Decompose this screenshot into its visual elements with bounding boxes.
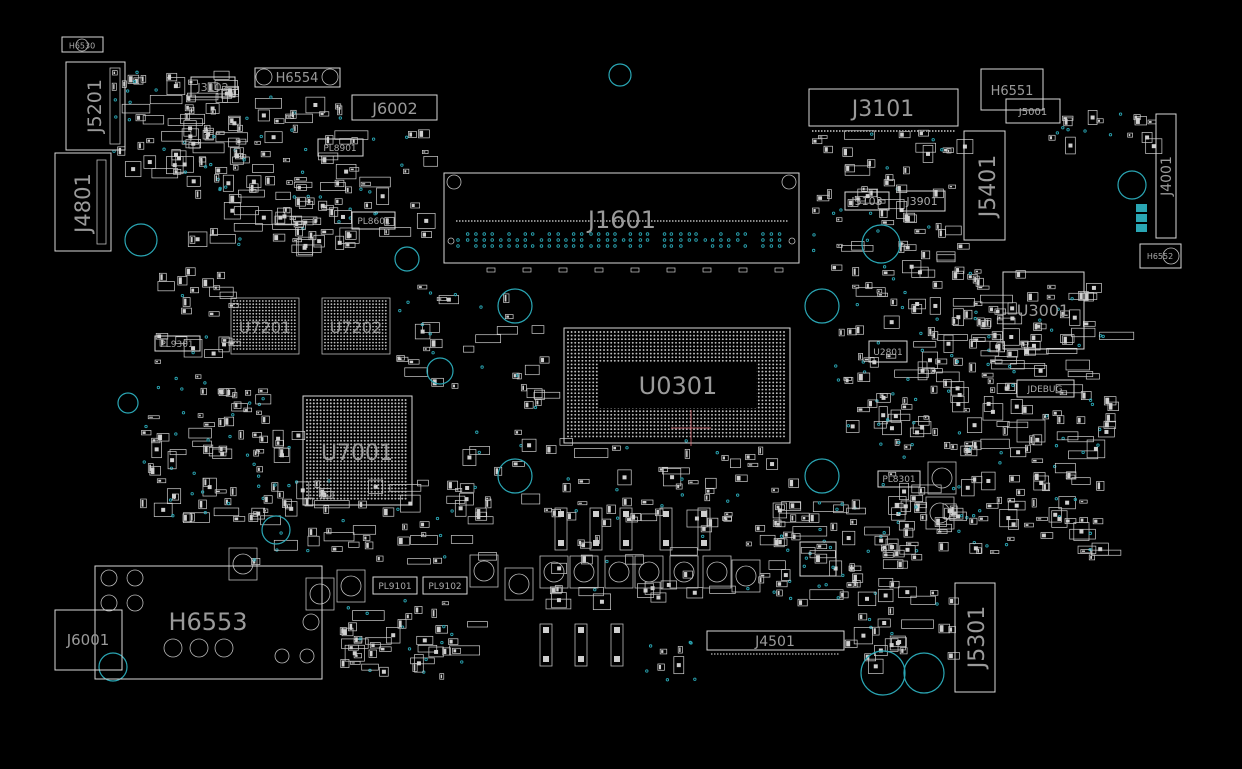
- connector-j5001[interactable]: J5001: [1005, 98, 1061, 124]
- jdebug-label: JDEBUG: [1026, 385, 1062, 395]
- j4501-label: J4501: [754, 634, 795, 650]
- h6552-label: H6552: [1147, 252, 1173, 261]
- h6552[interactable]: H6552: [1139, 243, 1182, 269]
- u0301-label: U0301: [639, 372, 718, 400]
- connector-j3901[interactable]: J3901: [899, 190, 946, 212]
- j5401-label: J5401: [976, 155, 1001, 219]
- mounting-holes: [98, 63, 1147, 696]
- pl8301-label: PL8301: [882, 475, 915, 485]
- inductor-pl9101[interactable]: PL9101: [372, 576, 418, 595]
- u2801-label: U2801: [873, 348, 903, 358]
- u7001-label: U7001: [321, 441, 393, 466]
- u7202-label: U7202: [330, 318, 382, 337]
- inductor-pl8901[interactable]: PL8901: [317, 138, 364, 157]
- pl9101-label: PL9101: [378, 582, 411, 592]
- chip-u0301[interactable]: U0301: [563, 327, 791, 446]
- u7201-ball-grid: [233, 300, 296, 350]
- connector-j5201[interactable]: J5201: [65, 61, 126, 151]
- connector-j5401[interactable]: J5401: [963, 130, 1006, 241]
- j3103-label: J3103: [850, 195, 882, 208]
- j3102-label: J3102: [196, 81, 228, 94]
- connector-j1601[interactable]: J1601: [443, 172, 800, 273]
- h6553[interactable]: H6553: [94, 565, 323, 680]
- j5001-label: J5001: [1018, 107, 1047, 118]
- h6551-label: H6551: [991, 84, 1034, 99]
- chip-u7202[interactable]: U7202: [321, 297, 391, 355]
- h6554-label: H6554: [276, 71, 319, 86]
- j5201-label: J5201: [84, 79, 106, 134]
- inductor-pl9301[interactable]: PL9301: [154, 335, 201, 352]
- chip-u7201[interactable]: U7201: [230, 297, 300, 355]
- pl9301-label: PL9301: [160, 340, 193, 350]
- j1601-pad-array: [456, 232, 784, 273]
- chip-u2801[interactable]: U2801: [868, 340, 908, 363]
- inductor-pl8601[interactable]: PL8601: [351, 211, 396, 230]
- u7202-ball-grid: [324, 300, 387, 350]
- connector-j5301[interactable]: J5301: [954, 582, 996, 693]
- h6551[interactable]: H6551: [980, 68, 1044, 111]
- pl8601-label: PL8601: [357, 217, 390, 227]
- connector-j3102[interactable]: J3102: [190, 76, 236, 98]
- connector-j4001[interactable]: J4001: [1155, 113, 1177, 239]
- h6530-label: H6530: [69, 42, 95, 51]
- j4001-label: J4001: [1159, 156, 1175, 197]
- j1601-label: J1601: [586, 206, 656, 234]
- u3001-label: U3001: [1017, 301, 1069, 320]
- connector-j4801[interactable]: J4801: [54, 152, 112, 252]
- connector-j3103[interactable]: J3103: [844, 191, 890, 211]
- h6553-label: H6553: [168, 608, 247, 636]
- j4001-pads: [1136, 204, 1147, 232]
- u7001-ball-grid: [306, 399, 407, 500]
- connector-j6002[interactable]: J6002: [351, 94, 438, 121]
- u7201-label: U7201: [239, 318, 291, 337]
- inductor-pl9102[interactable]: PL9102: [422, 576, 468, 595]
- j6001-label: J6001: [66, 631, 110, 649]
- h6530[interactable]: H6530: [61, 36, 104, 53]
- j5301-label: J5301: [965, 606, 990, 670]
- chip-u7001[interactable]: U7001: [302, 395, 413, 506]
- inductor-pl8301[interactable]: PL8301: [877, 470, 921, 488]
- connector-jdebug[interactable]: JDEBUG: [1016, 379, 1075, 398]
- j4801-label: J4801: [71, 173, 95, 235]
- connector-j4501[interactable]: J4501: [706, 630, 845, 655]
- pl8901-label: PL8901: [323, 144, 356, 154]
- j6002-label: J6002: [371, 99, 417, 118]
- h6554[interactable]: H6554: [254, 67, 341, 88]
- pl9102-label: PL9102: [428, 582, 461, 592]
- chip-u3001[interactable]: U3001: [1002, 271, 1085, 350]
- connector-j6001[interactable]: J6001: [54, 609, 123, 671]
- connector-j3101[interactable]: J3101: [808, 88, 959, 132]
- j3901-label: J3901: [905, 195, 937, 208]
- j3101-label: J3101: [850, 97, 914, 122]
